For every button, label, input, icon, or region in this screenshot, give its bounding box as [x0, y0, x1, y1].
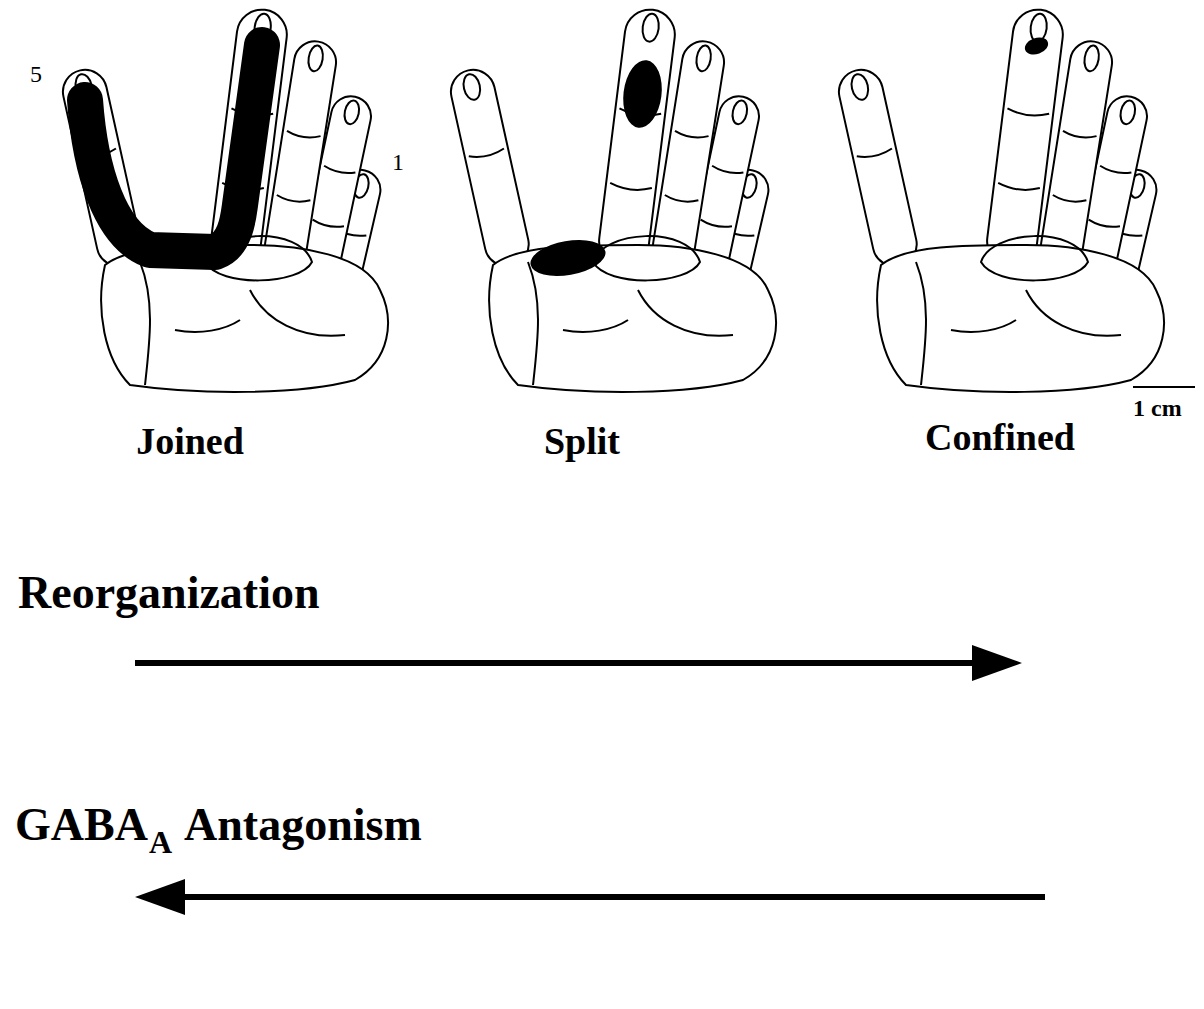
receptive-field: [528, 235, 609, 282]
arrow-shaft: [165, 894, 1045, 900]
arrow-label: Reorganization: [18, 570, 320, 616]
arrow-label: Antagonism: [184, 802, 422, 848]
panel-label: Split: [544, 422, 620, 460]
subscript: A: [149, 826, 172, 858]
hand-joined: [59, 7, 388, 392]
hand-split: [447, 7, 776, 392]
hand-outline: [835, 7, 1164, 392]
arrow-shaft: [135, 660, 990, 666]
receptive-field: [619, 58, 665, 130]
panel-label: Confined: [925, 418, 1075, 456]
hand-outline: [447, 7, 776, 392]
receptive-field: [85, 45, 262, 252]
scale-label: 1 cm: [1133, 396, 1182, 420]
scale-bar: [1133, 386, 1195, 388]
receptive-field: [1022, 34, 1050, 57]
digit-number: 5: [30, 62, 42, 86]
hand-confined: [835, 7, 1164, 392]
hand-outline: [59, 7, 388, 392]
arrow-head: [135, 879, 185, 915]
digit-number: 1: [392, 150, 404, 174]
panel-label: Joined: [136, 422, 244, 460]
arrow-head: [972, 645, 1022, 681]
arrow-label: GABA: [15, 802, 148, 848]
